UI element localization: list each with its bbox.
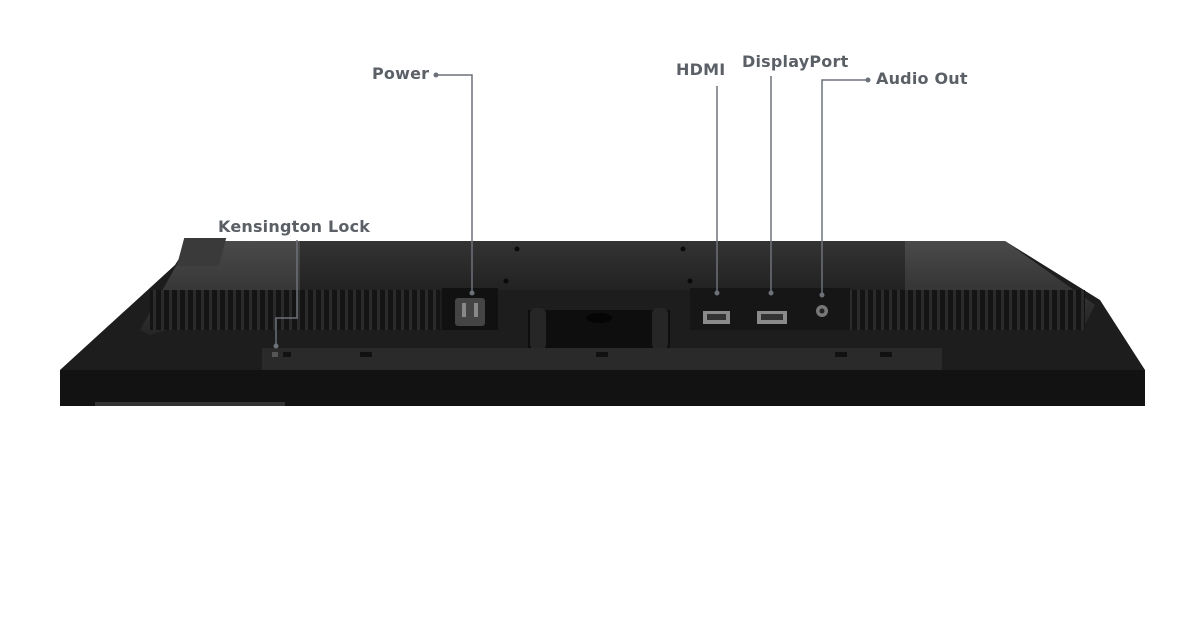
- kensington-lock-label: Kensington Lock: [218, 217, 371, 236]
- audio-out-label: Audio Out: [876, 69, 968, 88]
- power-label: Power: [372, 64, 430, 83]
- front-bezel: [60, 370, 1145, 406]
- bottom-strip: [262, 348, 942, 370]
- callout-lines: [275, 74, 868, 346]
- displayport-label: DisplayPort: [742, 52, 849, 71]
- lenovo-logo-badge: [176, 238, 227, 266]
- top-panel: [300, 241, 905, 290]
- hdmi-label: HDMI: [676, 60, 726, 79]
- right-vents: [850, 290, 1085, 330]
- left-vents: [150, 290, 440, 330]
